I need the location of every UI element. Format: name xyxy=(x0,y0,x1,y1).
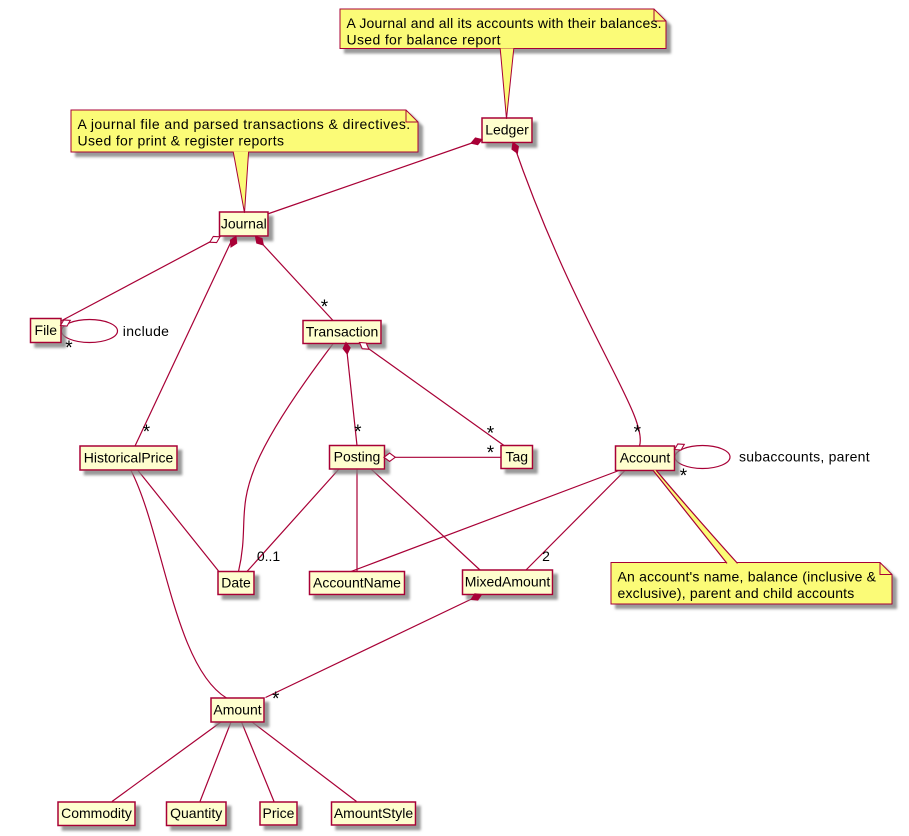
svg-text:Tag: Tag xyxy=(506,448,529,464)
svg-text:AmountStyle: AmountStyle xyxy=(334,805,414,821)
svg-text:Price: Price xyxy=(263,805,295,821)
svg-text:*: * xyxy=(65,338,73,359)
svg-text:*: * xyxy=(272,689,280,710)
svg-text:*: * xyxy=(143,422,151,443)
svg-text:An account's name, balance (in: An account's name, balance (inclusive & xyxy=(618,569,877,585)
svg-text:Date: Date xyxy=(221,574,251,590)
svg-text:AccountName: AccountName xyxy=(313,574,401,590)
svg-text:include: include xyxy=(123,323,169,339)
svg-text:Transaction: Transaction xyxy=(306,323,379,339)
svg-text:A journal file and parsed tran: A journal file and parsed transactions &… xyxy=(78,116,411,132)
svg-text:Account: Account xyxy=(620,450,671,466)
svg-text:Commodity: Commodity xyxy=(61,805,132,821)
svg-text:*: * xyxy=(680,466,688,487)
svg-text:Amount: Amount xyxy=(213,701,261,717)
svg-text:exclusive), parent and child a: exclusive), parent and child accounts xyxy=(618,585,855,601)
svg-text:Quantity: Quantity xyxy=(170,805,222,821)
svg-text:File: File xyxy=(35,322,58,338)
svg-text:MixedAmount: MixedAmount xyxy=(465,574,551,590)
svg-text:*: * xyxy=(487,443,495,464)
svg-text:Used for balance report: Used for balance report xyxy=(347,31,501,47)
svg-text:*: * xyxy=(321,297,329,318)
svg-text:Ledger: Ledger xyxy=(485,122,529,138)
svg-text:Journal: Journal xyxy=(221,215,267,231)
svg-text:2: 2 xyxy=(542,548,550,564)
svg-text:subaccounts, parent: subaccounts, parent xyxy=(739,449,870,465)
svg-text:Used for print & register repo: Used for print & register reports xyxy=(78,132,285,148)
svg-text:Posting: Posting xyxy=(334,449,381,465)
svg-text:*: * xyxy=(487,424,495,445)
svg-text:*: * xyxy=(634,423,642,444)
svg-text:HistoricalPrice: HistoricalPrice xyxy=(84,449,174,465)
svg-text:*: * xyxy=(354,422,362,443)
svg-text:0..1: 0..1 xyxy=(257,548,281,564)
svg-text:A Journal and all its accounts: A Journal and all its accounts with thei… xyxy=(347,15,662,31)
